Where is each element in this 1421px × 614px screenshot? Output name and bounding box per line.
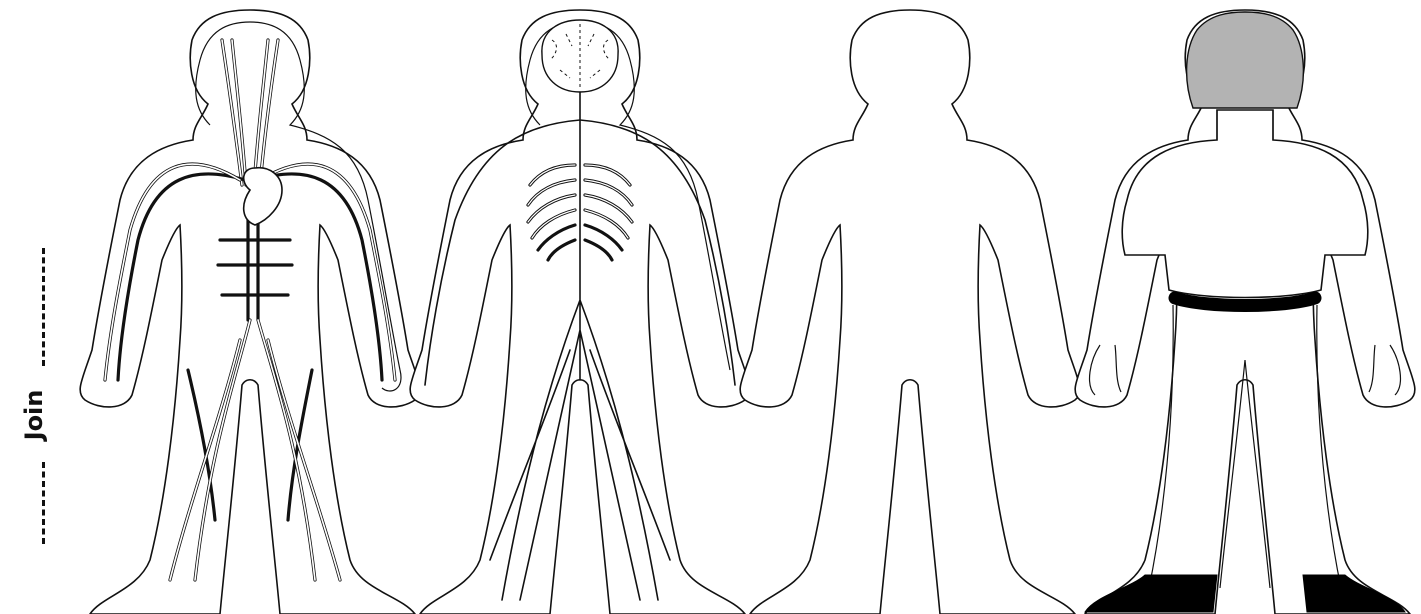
belt	[1175, 298, 1315, 306]
hair	[1187, 12, 1304, 108]
clothed-person-figure	[1075, 10, 1415, 614]
left-shoe	[1085, 575, 1217, 612]
shirt	[1122, 110, 1368, 298]
nervous-system-figure	[410, 10, 750, 614]
blank-outline-figure	[740, 10, 1080, 614]
circulatory-system-figure	[80, 10, 420, 614]
body-outline	[80, 10, 420, 614]
right-shoe	[1303, 575, 1405, 612]
body-outline	[740, 10, 1080, 614]
